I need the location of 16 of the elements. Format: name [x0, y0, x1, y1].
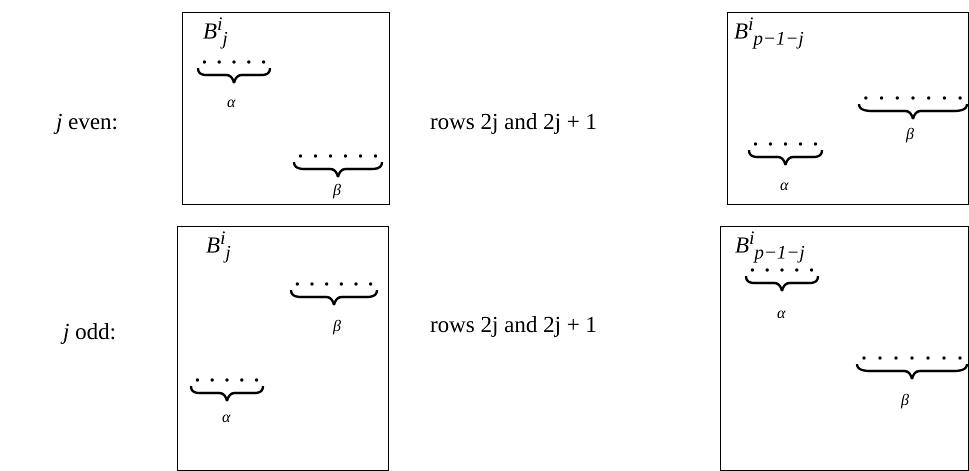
brace-label: β: [906, 127, 914, 143]
brace-label: α: [777, 306, 786, 322]
brace-label: α: [227, 95, 236, 111]
matrix-block: [727, 12, 969, 205]
matrix-block: [182, 12, 390, 205]
brace-label: α: [780, 178, 788, 194]
row-label: rows 2j and 2j + 1: [430, 110, 597, 133]
row-label: j odd:: [63, 320, 116, 343]
matrix-block: [177, 226, 389, 471]
brace-label: β: [333, 319, 341, 335]
brace-label: β: [901, 393, 909, 409]
brace-label: α: [222, 410, 230, 426]
row-label: j even:: [56, 110, 118, 133]
row-label: rows 2j and 2j + 1: [430, 313, 597, 336]
matrix-block: [720, 226, 969, 471]
brace-label: β: [333, 183, 341, 199]
